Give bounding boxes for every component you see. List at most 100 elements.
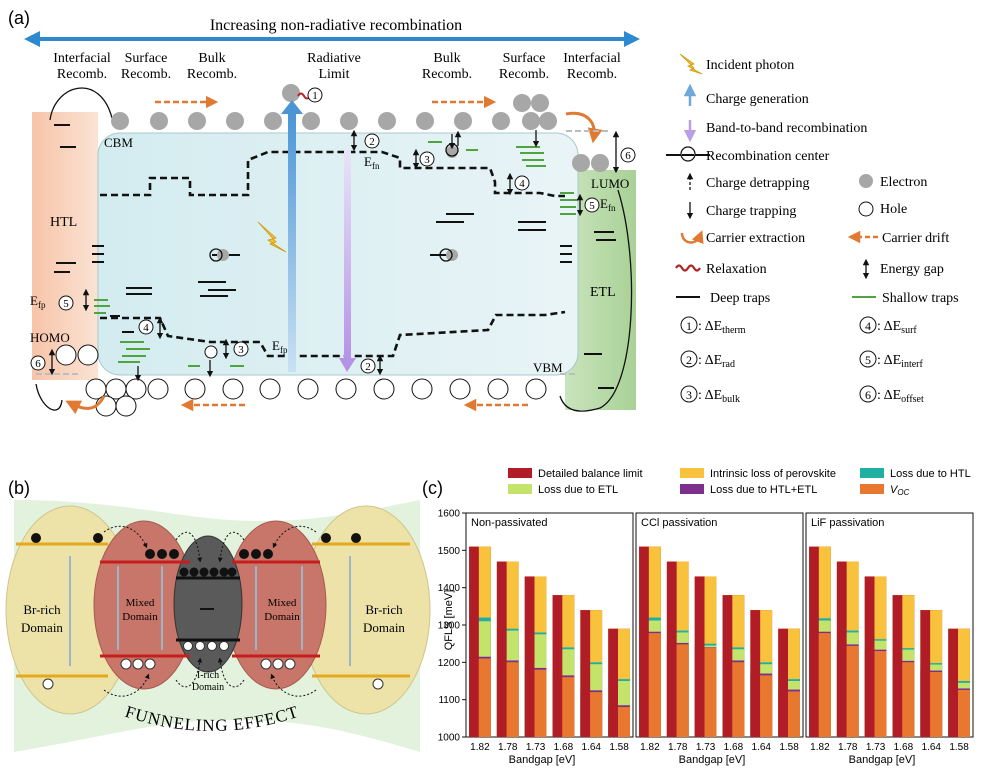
x-tick-label: 1.82 <box>810 742 830 753</box>
y-tick-label: 1100 <box>438 695 460 706</box>
bar-db-column-1.82 <box>809 546 819 737</box>
circled-numbers: 1 2 3 4 5 6 5 4 3 2 6 <box>30 87 636 374</box>
carrier-extraction-arrows <box>65 111 603 415</box>
x-tick-label: 1.58 <box>779 742 799 753</box>
etl-deep-traps <box>560 231 616 389</box>
cbm-dashed-line <box>100 150 565 198</box>
chart-title: Non-passivated <box>471 517 547 529</box>
etl-region <box>565 170 636 410</box>
loss-term-therm: 1 : ΔEtherm <box>680 316 746 336</box>
y-tick-label: 1000 <box>438 733 461 744</box>
loss-term-interf: 5 : ΔEinterf <box>859 350 923 370</box>
legend-energy-gap: Energy gap <box>880 262 944 277</box>
shallow-traps <box>94 141 578 367</box>
legend-hole: Hole <box>880 202 907 217</box>
br-rich-left-1: Br-rich <box>23 602 61 617</box>
panel-c-legend: Detailed balance limit Intrinsic loss of… <box>508 468 971 497</box>
svg-text:2: 2 <box>365 361 371 373</box>
x-tick-label: 1.78 <box>668 742 688 753</box>
header-surface-left-1: Surface <box>125 51 168 66</box>
bar-db-column-1.68 <box>892 595 903 737</box>
bar-voc-1.82 <box>478 658 491 737</box>
mixed-left-2: Domain <box>122 611 158 623</box>
band-to-band-head <box>339 358 356 372</box>
svg-text:1: 1 <box>686 319 692 333</box>
svg-text:6: 6 <box>625 150 631 162</box>
vertical-transitions-b <box>69 556 351 666</box>
svg-text:5: 5 <box>865 353 871 367</box>
bar-db-column-1.82 <box>639 546 649 737</box>
bar-db-column-1.68 <box>722 595 733 737</box>
svg-text:3: 3 <box>424 154 430 166</box>
loss-term-rad: 2 : ΔErad <box>680 350 735 370</box>
bar-db-column-1.64 <box>750 610 761 737</box>
mixed-left-1: Mixed <box>126 597 155 609</box>
bar-voc-1.68 <box>562 677 575 737</box>
br-rich-right-1: Br-rich <box>365 602 403 617</box>
etl-label: ETL <box>590 285 616 300</box>
charge-generation-arrow <box>288 112 296 372</box>
chart-title: CCl passivation <box>641 517 717 529</box>
i-rich-domain <box>173 535 243 673</box>
x-tick-label: 1.82 <box>470 742 490 753</box>
x-tick-label: 1.64 <box>752 742 772 753</box>
chart-title: LiF passivation <box>811 517 884 529</box>
bar-db-column-1.78 <box>496 561 507 737</box>
cbm-label: CBM <box>104 135 133 150</box>
svg-text:: ΔErad: : ΔErad <box>698 353 735 370</box>
legend-carrier-extraction-icon <box>680 230 704 245</box>
svg-text:1: 1 <box>312 90 318 102</box>
mixed-right-2: Domain <box>264 611 300 623</box>
homo-label: HOMO <box>30 330 70 345</box>
energy-gap-arrows <box>48 129 620 382</box>
i-rich-2: Domain <box>192 682 224 693</box>
panel-a: (a) Increasing non-radiative recombinati… <box>8 8 959 417</box>
svg-text:: ΔEtherm: : ΔEtherm <box>698 319 746 336</box>
x-axis-label-3: Bandgap [eV] <box>849 754 916 766</box>
holes-vbm <box>55 344 547 417</box>
bar-db-column-1.64 <box>920 610 931 737</box>
y-tick-label: 1400 <box>438 583 461 594</box>
efp-htl-label: Efp <box>30 293 46 310</box>
legend-incident-photon-icon <box>679 53 703 75</box>
y-axis-label: QFLS [meV] <box>443 590 455 651</box>
efn-label: Efn <box>364 154 380 171</box>
header-bulk-left-1: Bulk <box>198 51 225 66</box>
loss-term-offset: 6 : ΔEoffset <box>859 385 924 405</box>
svg-text:: ΔEoffset: : ΔEoffset <box>877 388 924 405</box>
x-tick-label: 1.68 <box>554 742 574 753</box>
bar-db-column-1.68 <box>552 595 563 737</box>
header-radiative-1: Radiative <box>307 51 361 66</box>
svg-text:: ΔEbulk: : ΔEbulk <box>698 388 740 405</box>
legend-swatch-etl <box>508 484 532 494</box>
band-edges-b <box>16 542 410 678</box>
i-rich-1: I-rich <box>197 670 219 681</box>
charge-generation-head <box>281 100 303 114</box>
legend-carrier-drift: Carrier drift <box>882 231 949 246</box>
legend-band-to-band: Band-to-band recombination <box>706 121 867 136</box>
bar-db-column-1.58 <box>608 628 618 737</box>
header-interfacial-left-2: Recomb. <box>57 67 107 82</box>
chart-frame <box>805 512 974 738</box>
legend-swatch-voc <box>860 484 884 494</box>
htl-label: HTL <box>50 215 77 230</box>
vbm-dashed-line <box>100 310 566 358</box>
bar-voc-1.82 <box>648 633 661 737</box>
header-interfacial-right-2: Recomb. <box>567 67 617 82</box>
bar-db-column-1.64 <box>580 610 591 737</box>
svg-text:3: 3 <box>238 344 244 356</box>
bar-voc-1.64 <box>930 672 943 737</box>
y-tick-label: 1600 <box>438 509 461 520</box>
svg-text:2: 2 <box>369 136 375 148</box>
htl-curve-bottom <box>35 383 63 411</box>
legend-incident-photon: Incident photon <box>706 58 794 73</box>
x-tick-label: 1.78 <box>498 742 518 753</box>
svg-text:: ΔEsurf: : ΔEsurf <box>877 319 917 336</box>
perovskite-region <box>97 132 579 376</box>
band-to-band-arrow <box>344 150 351 360</box>
legend-shallow-traps: Shallow traps <box>882 291 959 306</box>
